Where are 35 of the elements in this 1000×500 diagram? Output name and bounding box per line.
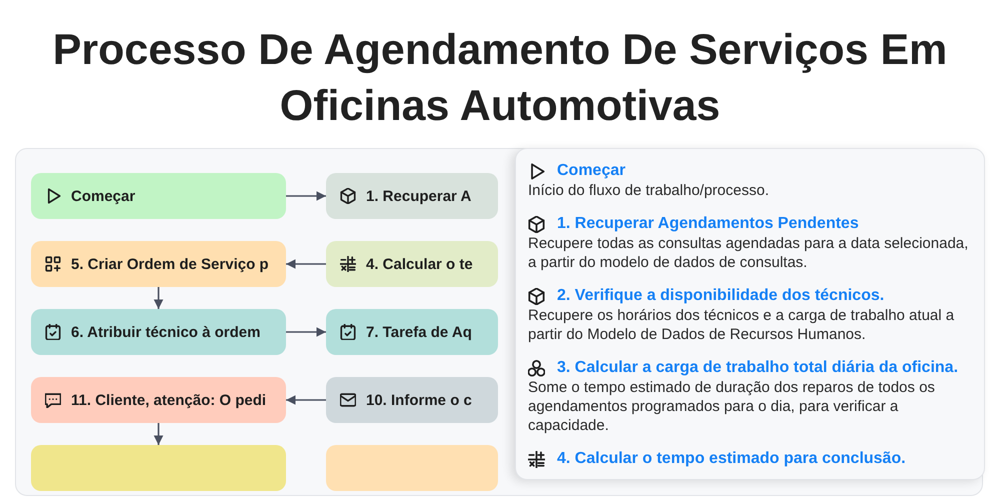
process-box [31,377,286,423]
step-label: 5. Criar Ordem de Serviço p [71,256,269,272]
step-description: Recupere todas as consultas agendadas para a data selecionada, a partir do modelo de dados de consultas. [528,234,970,272]
process-box [326,309,498,355]
arrow [286,395,326,405]
step-label: 11. Cliente, atenção: O pedi [71,392,266,408]
step-heading: 1. Recuperar Agendamentos Pendentes [557,214,859,234]
step-heading: 3. Calcular a carga de trabalho total diária da oficina. [557,358,958,378]
process-box [31,309,286,355]
step-label: 1. Recuperar A [366,188,472,204]
step-label: 6. Atribuir técnico à ordem [71,324,260,340]
step-heading: 4. Calcular o tempo estimado para conclusão. [557,449,906,469]
step-label: Começar [71,188,136,204]
step-label: 7. Tarefa de Aq [366,324,472,340]
arrow [154,423,164,445]
arrow [286,327,326,337]
arrow [286,191,326,201]
process-box [326,445,498,491]
arrow [154,287,164,309]
start-box [31,173,286,219]
title: Processo De Agendamento De Serviços Em Oficinas Automotivas [52,25,948,132]
step-label: 10. Informe o c [366,392,472,408]
details-panel [515,148,985,480]
step-heading: Começar [557,161,626,181]
step-description: Recupere os horários dos técnicos e a carga de trabalho atual a partir do Modelo de Dados de Recursos Humanos. [528,306,956,344]
arrow [286,259,326,269]
step-label: 4. Calcular o te [366,256,473,272]
process-box [31,241,286,287]
process-box [326,173,498,219]
step-heading: 2. Verifique a disponibilidade dos técnicos. [557,286,884,306]
process-box [31,445,286,491]
process-box [326,241,498,287]
step-description: Início do fluxo de trabalho/processo. [528,181,770,200]
process-box [326,377,498,423]
step-description: Some o tempo estimado de duração dos reparos de todos os agendamentos programados para o dia, para verificar a capacidade. [528,378,936,435]
